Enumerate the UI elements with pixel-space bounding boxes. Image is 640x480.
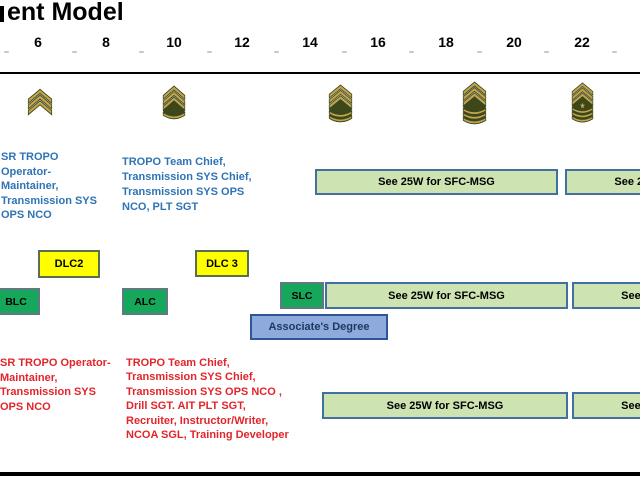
timeline-year-label: 16: [370, 34, 386, 50]
timeline-year-label: 22: [574, 34, 590, 50]
timeline-minor-tick: [544, 51, 549, 53]
assignments-see-25w-box: See 25W for SFC-MSG: [315, 169, 558, 195]
timeline-year-label: 14: [302, 34, 318, 50]
timeline-minor-tick: [139, 51, 144, 53]
rank-insignia-sgm: [571, 80, 594, 126]
top-divider: [0, 72, 640, 74]
timeline-minor-tick: [206, 51, 212, 53]
rank-insignia-msg: [462, 79, 487, 128]
timeline-year-label: 18: [438, 34, 454, 50]
assignments-see-sgm-box: See 25Z: [565, 169, 640, 195]
course-box-dlc3: DLC 3: [195, 250, 249, 277]
course-box-blc: BLC: [0, 288, 40, 315]
assignments-ssg-text: TROPO Team Chief, Transmission SYS Chief…: [122, 156, 252, 213]
assignments-sgt-text: SR TROPO Operator- Maintainer, Transmiss…: [1, 151, 97, 221]
timeline-year-label: 8: [102, 34, 110, 50]
bottom-divider: [0, 472, 640, 476]
timeline-year-label: 6: [34, 34, 42, 50]
timeline-minor-tick: [611, 51, 617, 53]
timeline-year-label: 10: [166, 34, 182, 50]
title-clipped-glyph: [0, 6, 4, 22]
rank-insignia-sfc: [328, 82, 353, 126]
timeline-year-label: 12: [234, 34, 250, 50]
course-box-slc: SLC: [280, 282, 324, 309]
duties-see-25w-box: See 25W for SFC-MSG: [322, 392, 568, 419]
education-see-sgm-box: See 25: [572, 282, 640, 309]
timeline-minor-tick: [274, 51, 279, 53]
associates-degree-box: Associate's Degree: [250, 314, 388, 340]
timeline-minor-tick: [71, 51, 77, 53]
duties-ssg-text: TROPO Team Chief, Transmission SYS Chief…: [126, 357, 289, 442]
rank-insignia-ssg: [162, 83, 186, 123]
timeline-minor-tick: [4, 51, 9, 53]
education-see-25w-box: See 25W for SFC-MSG: [325, 282, 568, 309]
course-box-dlc2: DLC2: [38, 250, 100, 278]
timeline-year-label: 20: [506, 34, 522, 50]
timeline-minor-tick: [341, 51, 347, 53]
course-box-alc: ALC: [122, 288, 168, 315]
timeline-minor-tick: [409, 51, 414, 53]
page-title: ent Model: [7, 0, 124, 26]
duties-see-sgm-box: See 25: [572, 392, 640, 419]
rank-insignia-sgt: [27, 86, 53, 118]
timeline-minor-tick: [476, 51, 482, 53]
duties-sgt-text: SR TROPO Operator- Maintainer, Transmiss…: [0, 357, 111, 413]
